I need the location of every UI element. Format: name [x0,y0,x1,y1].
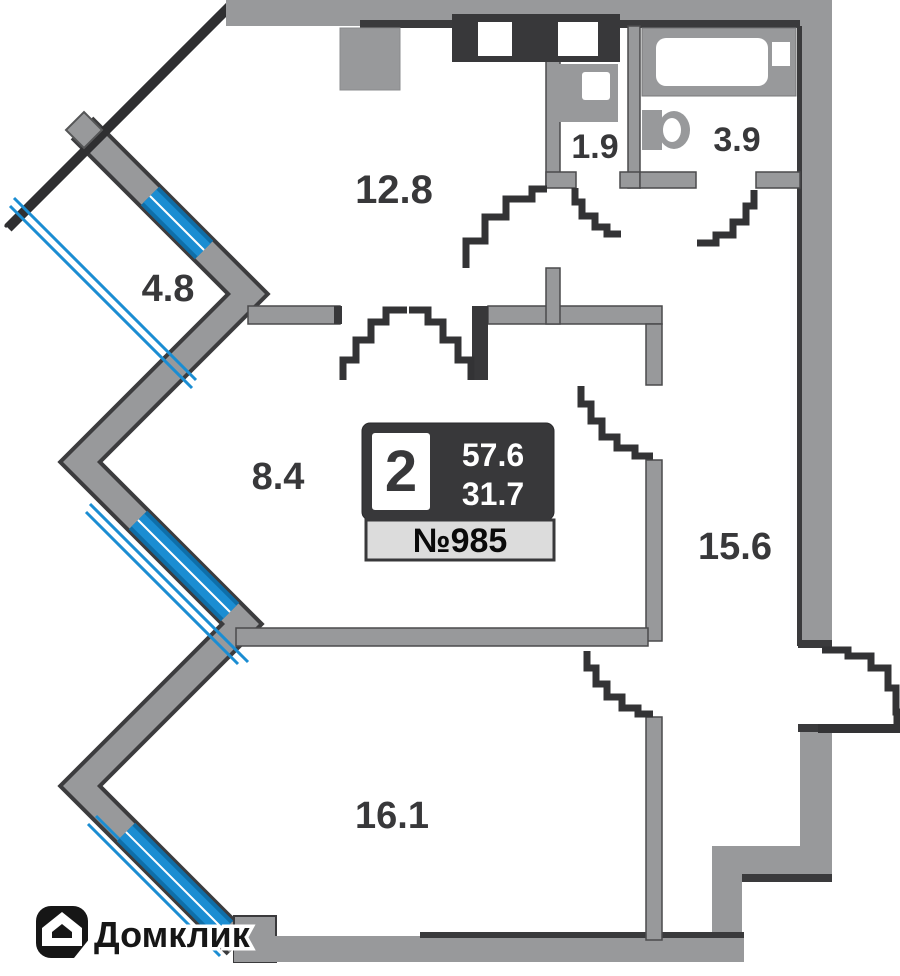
wall-right-door-cap-bottom [798,724,832,732]
room-label-bedroom: 15.6 [698,526,772,568]
room-label-bath-small: 1.9 [571,128,618,166]
wall-right-lower [800,728,832,852]
glazing-line [84,510,240,666]
glazing-line [86,822,222,958]
balcony-right-threshold [818,724,900,733]
outer-walls [226,0,832,962]
wall-kitchen-hall-left [247,305,341,325]
door-arc-kitchen-left [339,306,407,380]
wall-bath1-bottom-right [619,171,641,189]
logo-corner-notch [74,928,98,958]
wall-bottom [234,936,744,962]
kitchen-sink [478,22,512,56]
wall-cap-opening-left [334,306,342,324]
wall-hall-bottomroom [235,627,649,647]
info-card-rooms-count: 2 [385,439,417,504]
info-card: 2 57.6 31.7 №985 [361,422,556,562]
info-card-total-area: 57.6 [462,437,524,473]
info-card-rooms-box [372,433,430,510]
room-label-bath-large: 3.9 [713,121,760,159]
door-arc-balcony-right [822,646,900,724]
room-label-bottom-room: 16.1 [355,795,429,837]
door-arc-bedroom [577,386,653,460]
glazing-line [12,196,198,382]
door-arcs [339,185,900,724]
wall-kitchen-hall-right [487,305,663,325]
house-icon-inner [52,924,72,938]
wall-bottom-right-edge [714,874,832,882]
facade-windows [116,186,240,940]
apartment-number: №985 [413,522,508,560]
info-card-living-area: 31.7 [462,476,524,512]
washing-machine-door [582,72,610,100]
wall-stub-door-leaf [472,306,488,380]
interior-walls [235,25,801,941]
room-label-hall: 8.4 [252,456,305,498]
bathtub-basin [656,38,768,86]
wall-bedroom-lower [645,716,663,941]
door-arc-bath-small [571,188,621,238]
wall-bath2-bottom-left [639,171,697,189]
wall-between-baths [627,25,641,189]
apartment-number-plate [364,518,556,562]
wall-bedroom-middle [645,459,663,642]
kitchen-block [339,27,401,91]
bathtub-faucet-end [772,42,790,66]
toilet-tank [642,110,662,150]
wall-right-inner-edge [797,26,802,646]
door-arc-bath-large [697,190,758,247]
wall-bottom-inner-edge [420,932,744,938]
balcony-side-wall-cap [64,110,104,150]
room-labels: 12.8 4.8 1.9 3.9 8.4 15.6 16.1 [142,121,772,837]
room-label-balcony: 4.8 [142,268,195,310]
balcony-outer-wall-line2 [3,9,223,229]
wall-right-upper [800,0,832,646]
door-arc-bottom-room [583,651,653,718]
balcony-outer-wall-line [4,0,236,232]
door-arc-kitchen-right [409,306,475,380]
door-arc-hall-kitchen [462,185,547,268]
glazing-line [8,204,194,390]
window-slit [149,195,205,251]
wall-bath1-bottom-left [545,171,577,189]
window-slit [137,519,231,613]
wall-bedroom-upper [645,323,663,386]
balcony-glazing [8,196,250,958]
balcony-outer-wall [3,0,236,232]
glazing-line [88,502,250,664]
kitchen-stove [558,22,598,56]
wall-kitchen-bath-lower [545,267,561,325]
room-label-kitchen: 12.8 [355,168,433,212]
brand-logo: Домклик [36,906,254,959]
window-slit [125,831,225,931]
fixtures [339,14,797,150]
wall-right-door-cap-top [798,640,832,648]
wall-bath2-bottom-right [755,171,801,189]
toilet-bowl-inner [663,118,681,142]
domclick-logo-text: Домклик [94,914,251,955]
